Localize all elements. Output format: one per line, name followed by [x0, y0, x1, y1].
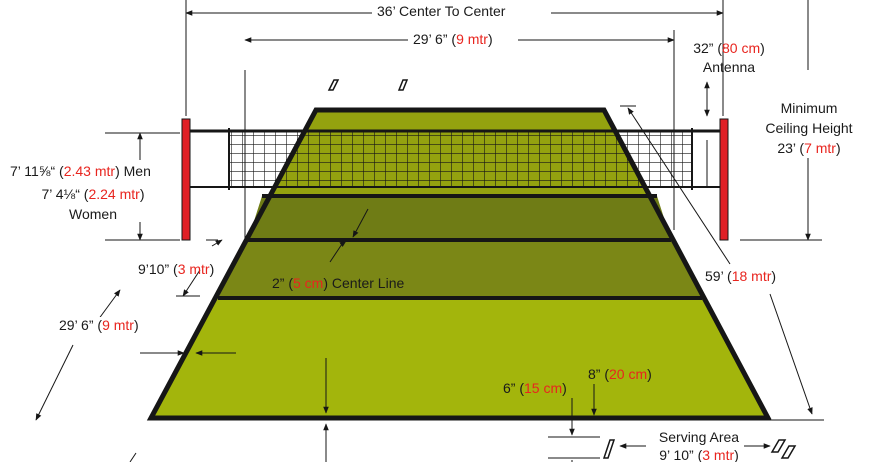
half-court-length-label: 29’ 6” (9 mtr)	[56, 317, 142, 334]
court-width-label: 29’ 6” (9 mtr)	[410, 31, 496, 48]
near-attack-zone	[218, 240, 702, 298]
attack-line-label: 9’10” (3 mtr)	[138, 261, 215, 277]
serving-marks	[327, 79, 797, 459]
left-post	[181, 118, 191, 241]
near-back-court	[151, 298, 768, 418]
net-mesh	[229, 131, 692, 187]
service-mark-label: 8” (20 cm)	[588, 366, 652, 382]
serving-area-label: Serving Area 9’ 10” (3 mtr)	[658, 429, 740, 462]
antenna-label: 32” (80 cm) Antenna	[693, 40, 765, 75]
center-to-center-label: 36’ Center To Center	[374, 3, 509, 20]
far-attack-zone	[248, 196, 671, 240]
court-length-label: 59’ (18 mtr)	[702, 268, 780, 285]
net-height-men-label: 7’ 11⅝“ (2.43 mtr) Men	[10, 163, 151, 179]
right-post	[719, 118, 729, 241]
line-width-label: 6” (15 cm)	[503, 380, 567, 396]
center-line-label: 2” (5 cm) Center Line	[272, 275, 405, 291]
ceiling-height-label: Minimum Ceiling Height 23’ (7 mtr)	[752, 100, 866, 157]
net	[181, 118, 729, 241]
net-height-women-label: 7’ 4⅛“ (2.24 mtr) Women	[41, 186, 145, 222]
court-outline	[146, 107, 773, 421]
dimension-lines	[35, 0, 824, 462]
